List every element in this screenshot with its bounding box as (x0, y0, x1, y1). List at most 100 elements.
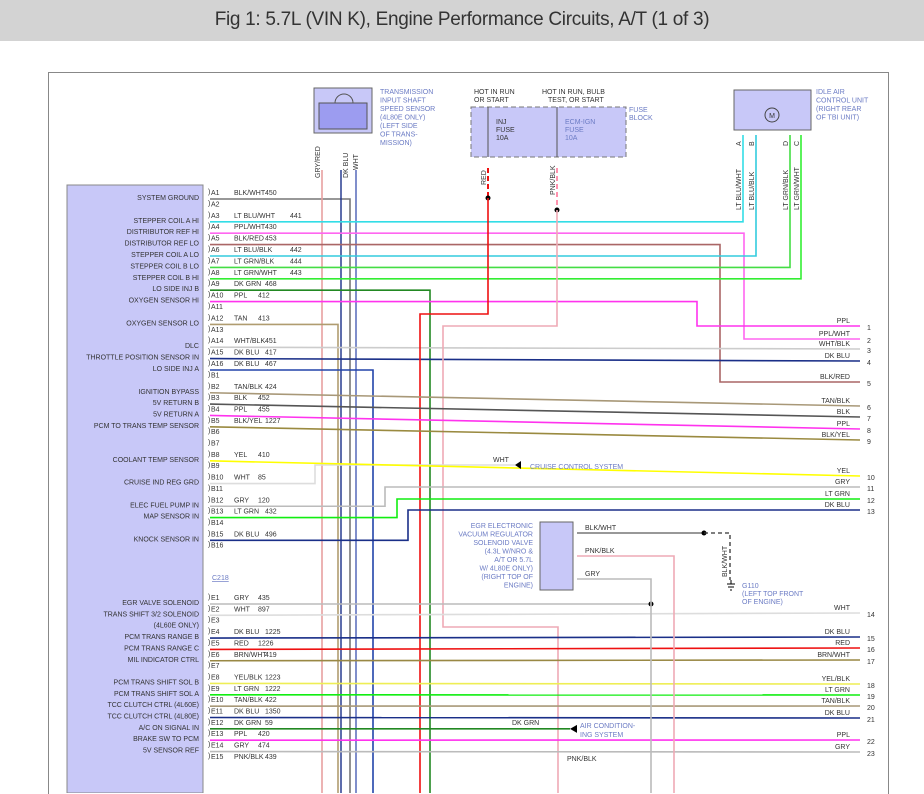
pin-function-label: KNOCK SENSOR IN (134, 536, 199, 543)
iac-body (734, 90, 811, 130)
pin-number: E3 (211, 618, 220, 625)
speed-sensor-label: TRANSMISSION (380, 89, 433, 96)
pin-function-label: LO SIDE INJ A (153, 366, 200, 373)
output-number: 19 (867, 694, 875, 701)
iac-wire-label: LT BLU/WHT (736, 168, 743, 210)
wire-b3-blk (210, 404, 860, 417)
cruise-control-system-label: CRUISE CONTROL SYSTEM (530, 464, 623, 471)
pin-wire-color: BRN/WHT (234, 652, 267, 659)
pin-bracket: ) (208, 383, 210, 390)
pin-bracket: ) (208, 519, 210, 526)
egr-solenoid-label: A/T OR 5.7L (494, 557, 533, 564)
output-wire-label: DK BLU (825, 502, 850, 509)
ac-system-label: ING SYSTEM (580, 732, 623, 739)
pin-circuit-number: 422 (265, 697, 277, 704)
pin-wire-color: WHT (234, 606, 251, 613)
pin-function-label: MIL INDICATOR CTRL (128, 657, 200, 664)
pin-wire-color: PPL (234, 293, 247, 300)
pin-function-label: ELEC FUEL PUMP IN (130, 502, 199, 509)
output-wire-label: PPL (837, 318, 850, 325)
wire-b2-tan-blk (210, 393, 860, 406)
iac-pin-label: D (783, 141, 790, 146)
pin-function-label: OXYGEN SENSOR HI (129, 298, 199, 305)
output-wire-label: BLK/RED (820, 374, 850, 381)
pin-bracket: ) (208, 440, 210, 447)
pin-number: A8 (211, 270, 220, 277)
pin-circuit-number: 420 (258, 731, 270, 738)
pin-circuit-number: 474 (258, 743, 270, 750)
wire-a15-dk-blu (210, 359, 860, 361)
pin-wire-color: BLK/YEL (234, 418, 263, 425)
pin-function-label: STEPPER COIL B HI (133, 275, 199, 282)
pin-wire-color: DK GRN (234, 720, 261, 727)
pin-number: A11 (211, 304, 223, 311)
pin-function-label: 5V RETURN A (153, 411, 199, 418)
pin-function-label: LO SIDE INJ B (152, 286, 199, 293)
pin-function-label: TRANS SHIFT 3/2 SOLENOID (103, 611, 199, 618)
ac-arrow-icon (570, 725, 577, 733)
pin-bracket: ) (208, 326, 210, 333)
pin-number: E1 (211, 595, 220, 602)
egr-solenoid-label: (4.3L W/NRO & (485, 549, 534, 556)
pin-bracket: ) (208, 496, 210, 503)
pin-number: B2 (211, 384, 220, 391)
pin-bracket: ) (208, 474, 210, 481)
pin-number: A2 (211, 201, 220, 208)
pin-wire-color: DK BLU (234, 531, 259, 538)
pin-circuit-number: 413 (258, 315, 270, 322)
pin-wire-color: LT BLU/WHT (234, 213, 276, 220)
pin-number: B13 (211, 509, 224, 516)
pin-number: B15 (211, 531, 224, 538)
iac-pin-label: A (736, 141, 743, 146)
pin-bracket: ) (208, 594, 210, 601)
pin-function-label: OXYGEN SENSOR LO (126, 320, 199, 327)
output-number: 13 (867, 509, 875, 516)
pin-circuit-number: 439 (265, 754, 277, 761)
hot-in-run-label: OR START (474, 97, 509, 104)
pnk-blk-bottom-label: PNK/BLK (567, 756, 597, 763)
iac-label: OF TBI UNIT) (816, 115, 859, 122)
pin-function-label: PCM TRANS RANGE B (124, 634, 199, 641)
output-number: 8 (867, 428, 871, 435)
pin-circuit-number: 432 (265, 509, 277, 516)
output-wire-label: TAN/BLK (821, 398, 850, 405)
hot-in-run-label: HOT IN RUN (474, 89, 515, 96)
iac-wire-label: LT GRN/WHT (794, 166, 801, 210)
output-number: 3 (867, 348, 871, 355)
pin-wire-color: TAN/BLK (234, 697, 263, 704)
pin-function-label: CRUISE IND REG GRD (124, 480, 199, 487)
output-wire-label: WHT/BLK (819, 341, 850, 348)
pin-bracket: ) (208, 269, 210, 276)
pin-wire-color: YEL (234, 452, 247, 459)
pin-wire-color: DK BLU (234, 350, 259, 357)
pin-bracket: ) (208, 337, 210, 344)
pin-bracket: ) (208, 417, 210, 424)
ground-location-label: OF ENGINE) (742, 599, 783, 606)
pin-function-label: DLC (185, 343, 199, 350)
output-number: 11 (867, 486, 874, 493)
wire-e2-wht (210, 613, 860, 615)
pin-function-label: MAP SENSOR IN (144, 514, 200, 521)
pin-bracket: ) (208, 394, 210, 401)
connector-c218-link[interactable]: C218 (212, 575, 229, 582)
speed-sensor-label: INPUT SHAFT (380, 98, 426, 105)
pin-function-label: STEPPER COIL A HI (134, 218, 200, 225)
pin-circuit-number: 1225 (265, 629, 281, 636)
output-wire-label: TAN/BLK (821, 698, 850, 705)
pin-number: B3 (211, 395, 220, 402)
pin-function-label: DISTRIBUTOR REF LO (124, 241, 199, 248)
pin-number: B9 (211, 463, 220, 470)
pin-wire-color: PPL/WHT (234, 224, 266, 231)
iac-pin-label: C (794, 141, 801, 146)
pin-wire-color: PPL (234, 406, 247, 413)
pin-bracket: ) (208, 719, 210, 726)
pin-function-label: STEPPER COIL B LO (130, 263, 199, 270)
pin-circuit-number: 412 (258, 293, 270, 300)
iac-label: CONTROL UNIT (816, 98, 869, 105)
speed-sensor-label: SPEED SENSOR (380, 106, 435, 113)
pin-wire-color: DK BLU (234, 361, 259, 368)
output-wire-label: BLK (837, 409, 851, 416)
pin-number: B16 (211, 543, 224, 550)
pin-number: A14 (211, 338, 224, 345)
pin-function-label: SYSTEM GROUND (137, 195, 199, 202)
